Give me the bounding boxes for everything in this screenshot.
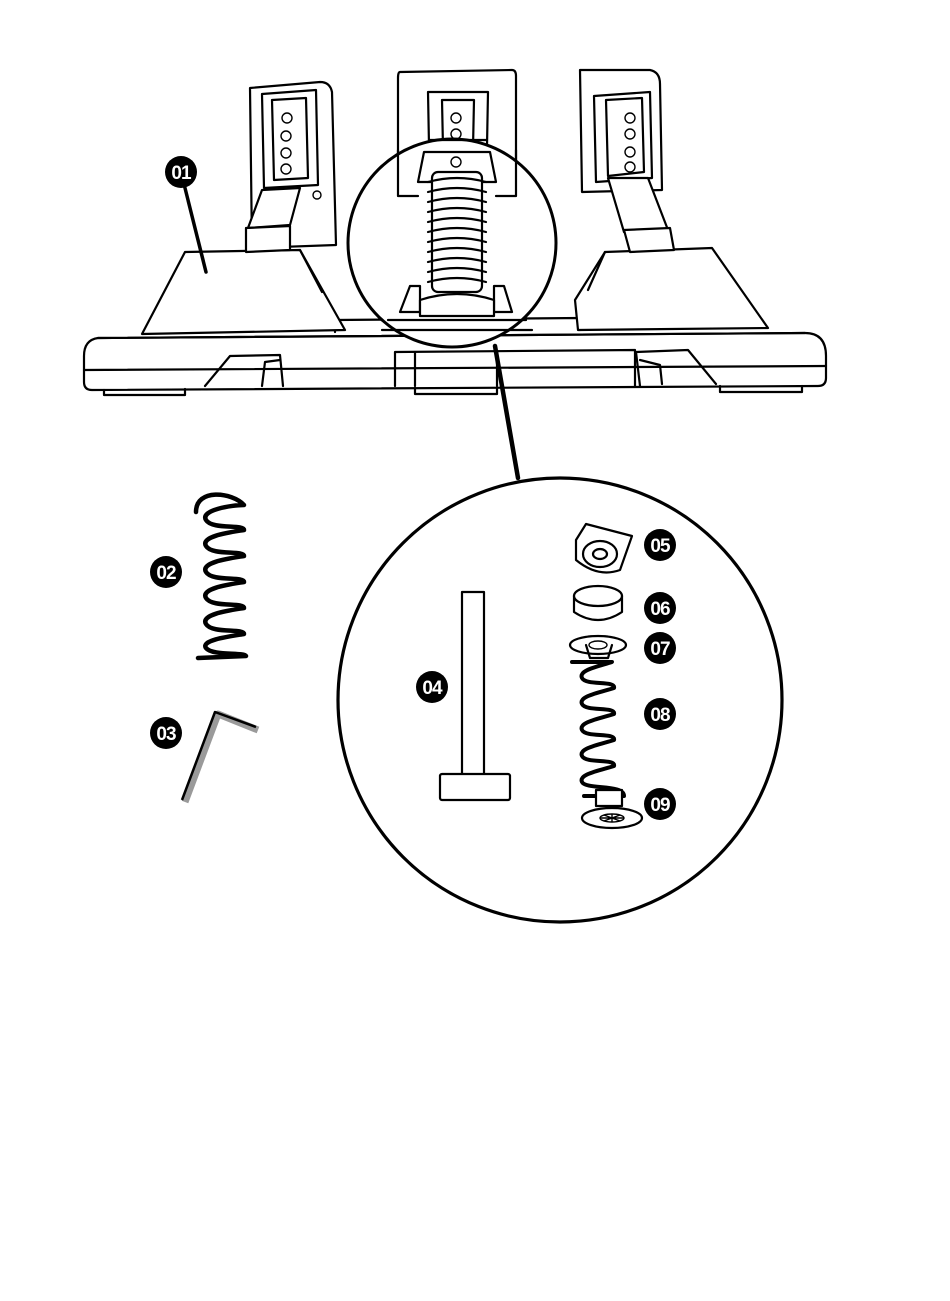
allen-key-icon — [182, 712, 258, 802]
callout-label-01: 01 — [171, 163, 192, 184]
callout-01: 01 — [165, 156, 197, 188]
callout-label-02: 02 — [156, 563, 176, 584]
callout-label-08: 08 — [650, 705, 670, 726]
callout-label-04: 04 — [422, 678, 443, 699]
callout-03: 03 — [150, 717, 182, 749]
callout-label-09: 09 — [650, 795, 670, 816]
callout-label-07: 07 — [650, 639, 670, 660]
bushing-icon — [574, 586, 622, 620]
detail-circle — [338, 478, 782, 922]
callout-06: 06 — [644, 592, 676, 624]
callout-07: 07 — [644, 632, 676, 664]
spring-icon — [196, 495, 246, 658]
bellows-spring — [428, 172, 486, 292]
callout-09: 09 — [644, 788, 676, 820]
callout-label-06: 06 — [650, 599, 670, 620]
callout-08: 08 — [644, 698, 676, 730]
callout-label-05: 05 — [650, 536, 671, 557]
callout-04: 04 — [416, 671, 448, 703]
callout-05: 05 — [644, 529, 676, 561]
callout-02: 02 — [150, 556, 182, 588]
callout-label-03: 03 — [156, 724, 176, 745]
